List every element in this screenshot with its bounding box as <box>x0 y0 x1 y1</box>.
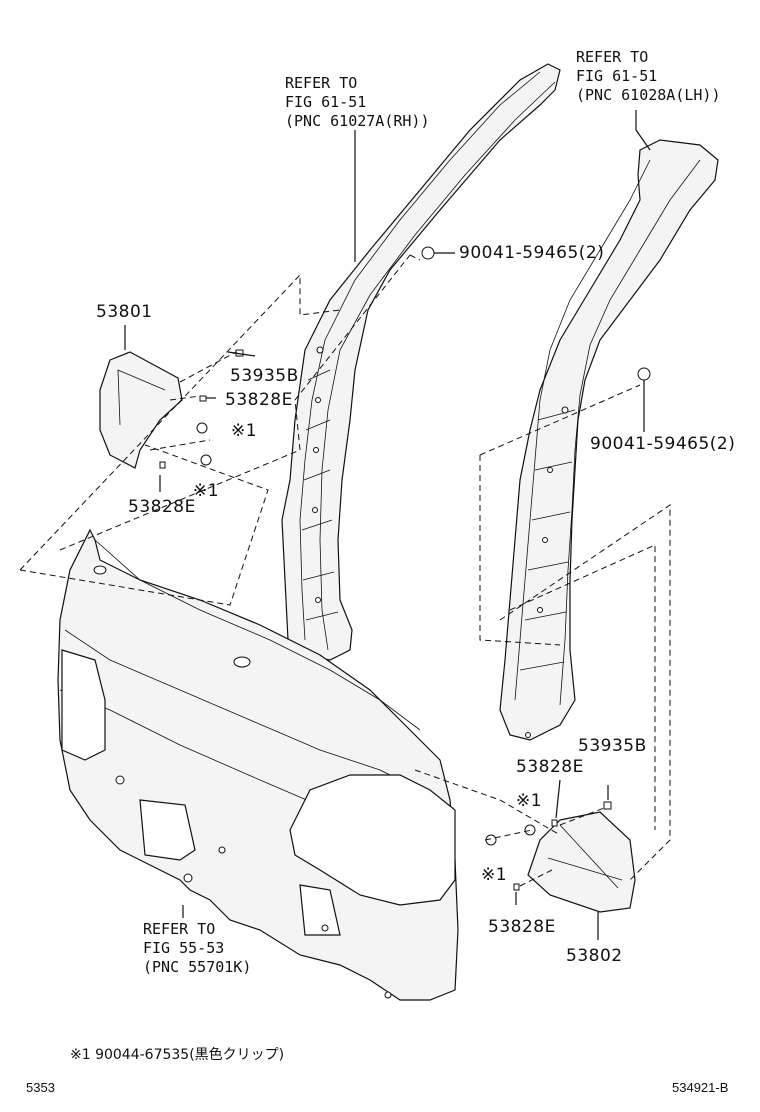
part-53935b-upper-label[interactable]: 53935B <box>230 366 299 386</box>
lh-pillar-ref-line1: REFER TO <box>576 48 649 66</box>
lh-pillar-drawing <box>499 139 719 741</box>
cover-53801-drawing <box>99 349 244 469</box>
part-53935b-lower-label[interactable]: 53935B <box>578 736 647 756</box>
part-53828e-lower-b-label[interactable]: 53828E <box>488 917 556 937</box>
rh-pillar-drawing <box>281 63 561 661</box>
part-53801-label[interactable]: 53801 <box>96 302 153 322</box>
clip-mark-lower-a: ※1 <box>516 791 543 811</box>
rh-pillar-ref-line1: REFER TO <box>285 74 358 92</box>
back-panel-ref-line2: FIG 55-53 <box>143 939 225 957</box>
lh-pillar-ref-line3: (PNC 61028A(LH)) <box>576 86 721 104</box>
rh-pillar-ref-line2: FIG 61-51 <box>285 93 367 111</box>
part-53828e-upper-a-label[interactable]: 53828E <box>225 390 293 410</box>
part-53828e-lower-a-label[interactable]: 53828E <box>516 757 584 777</box>
assembly-guide-lines <box>19 254 671 887</box>
part-53802-label[interactable]: 53802 <box>566 946 623 966</box>
back-panel-ref-line3: (PNC 55701K) <box>143 958 252 976</box>
leader-lines <box>124 110 651 940</box>
rh-pillar-ref-line3: (PNC 61027A(RH)) <box>285 112 430 130</box>
footer-left-code: 5353 <box>26 1080 55 1095</box>
screw-lh-label[interactable]: 90041-59465(2) <box>590 434 736 454</box>
cover-53802-drawing <box>485 801 636 913</box>
lh-pillar-ref-line2: FIG 61-51 <box>576 67 658 85</box>
footer-right-code: 534921-B <box>672 1080 729 1095</box>
clip-footnote: ※1 90044-67535(黒色クリップ) <box>70 1047 285 1063</box>
screw-rh-label[interactable]: 90041-59465(2) <box>459 243 605 263</box>
clip-mark-lower-b: ※1 <box>481 865 508 885</box>
clip-mark-upper-a: ※1 <box>231 421 258 441</box>
back-panel-ref-line1: REFER TO <box>143 920 216 938</box>
part-53828e-upper-b-label[interactable]: 53828E <box>128 497 196 517</box>
clip-mark-upper-b: ※1 <box>193 481 220 501</box>
back-panel-drawing <box>57 528 459 1001</box>
